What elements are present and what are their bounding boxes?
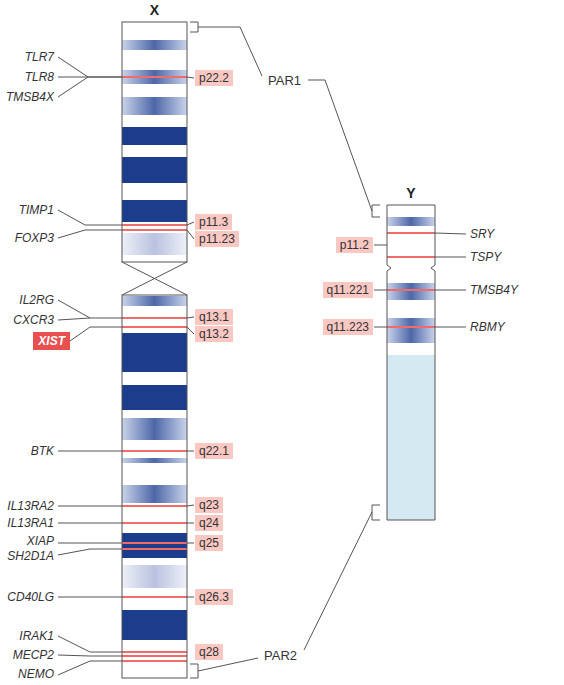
gene-label: FOXP3 (15, 231, 54, 245)
band-label-box: q23 (195, 497, 223, 513)
gene-label: NEMO (18, 667, 54, 681)
region-label: PAR2 (264, 648, 297, 663)
gene-label: TIMP1 (19, 203, 54, 217)
chromosome: X (122, 22, 187, 678)
x-chromosome (122, 22, 187, 678)
gene-label: SH2D1A (7, 549, 54, 563)
gene-label: RBMY (470, 320, 505, 334)
gene-label: TSPY (470, 250, 501, 264)
band-label-box: p11.2 (336, 237, 373, 253)
gene-label: MECP2 (13, 648, 54, 662)
band-name: q11.223 (327, 320, 370, 334)
band-name: p11.23 (199, 232, 235, 246)
band-label-box: p22.2 (195, 70, 233, 86)
gene-label: TLR8 (25, 70, 54, 84)
band-label-box: q28 (195, 644, 223, 660)
band-name: p22.2 (199, 71, 229, 85)
par-brackets (190, 22, 380, 678)
band-label-box: q22.1 (195, 443, 233, 459)
band-name: q26.3 (199, 590, 229, 604)
gene-label: XIAP (27, 534, 54, 548)
chromosome: Y (387, 205, 435, 520)
band-name: q23 (199, 498, 219, 512)
band-label-box: p11.3 (195, 214, 232, 230)
band-name: q24 (199, 516, 219, 530)
gene-label: TLR7 (25, 50, 54, 64)
band-name: q11.221 (327, 283, 370, 297)
band-name: q28 (199, 645, 219, 659)
band-label-box: q24 (195, 515, 223, 531)
gene-label: TMSB4X (6, 90, 54, 104)
band-name: p11.2 (340, 238, 369, 252)
band-name: q13.2 (199, 327, 229, 341)
region-label: PAR1 (268, 73, 301, 88)
band-label-box: q13.2 (195, 326, 233, 342)
band-label-box: q25 (195, 535, 223, 551)
band-name: q13.1 (199, 310, 229, 324)
leader-lines (58, 57, 466, 675)
band-label-box: q11.221 (323, 282, 374, 298)
band-name: XIST (38, 334, 65, 348)
band-name: q25 (199, 536, 219, 550)
band-label-box: p11.23 (195, 231, 239, 247)
chromosome-name: X (122, 2, 187, 18)
gene-label: TMSB4Y (470, 283, 518, 297)
band-label-box: q11.223 (323, 319, 374, 335)
gene-label: CXCR3 (13, 313, 54, 327)
band-label-box: q26.3 (195, 589, 233, 605)
band-label-box: q13.1 (195, 309, 233, 325)
gene-label: IRAK1 (19, 629, 54, 643)
gene-label: SRY (470, 227, 494, 241)
gene-label: IL13RA1 (7, 516, 54, 530)
band-name: p11.3 (199, 215, 228, 229)
band-name: q22.1 (199, 444, 229, 458)
gene-highlight-box: XIST (33, 332, 70, 350)
gene-label: IL2RG (19, 293, 54, 307)
y-chromosome (387, 205, 435, 520)
gene-label: IL13RA2 (7, 499, 54, 513)
gene-label: CD40LG (7, 590, 54, 604)
gene-label: BTK (31, 444, 54, 458)
chromosome-name: Y (387, 185, 435, 201)
